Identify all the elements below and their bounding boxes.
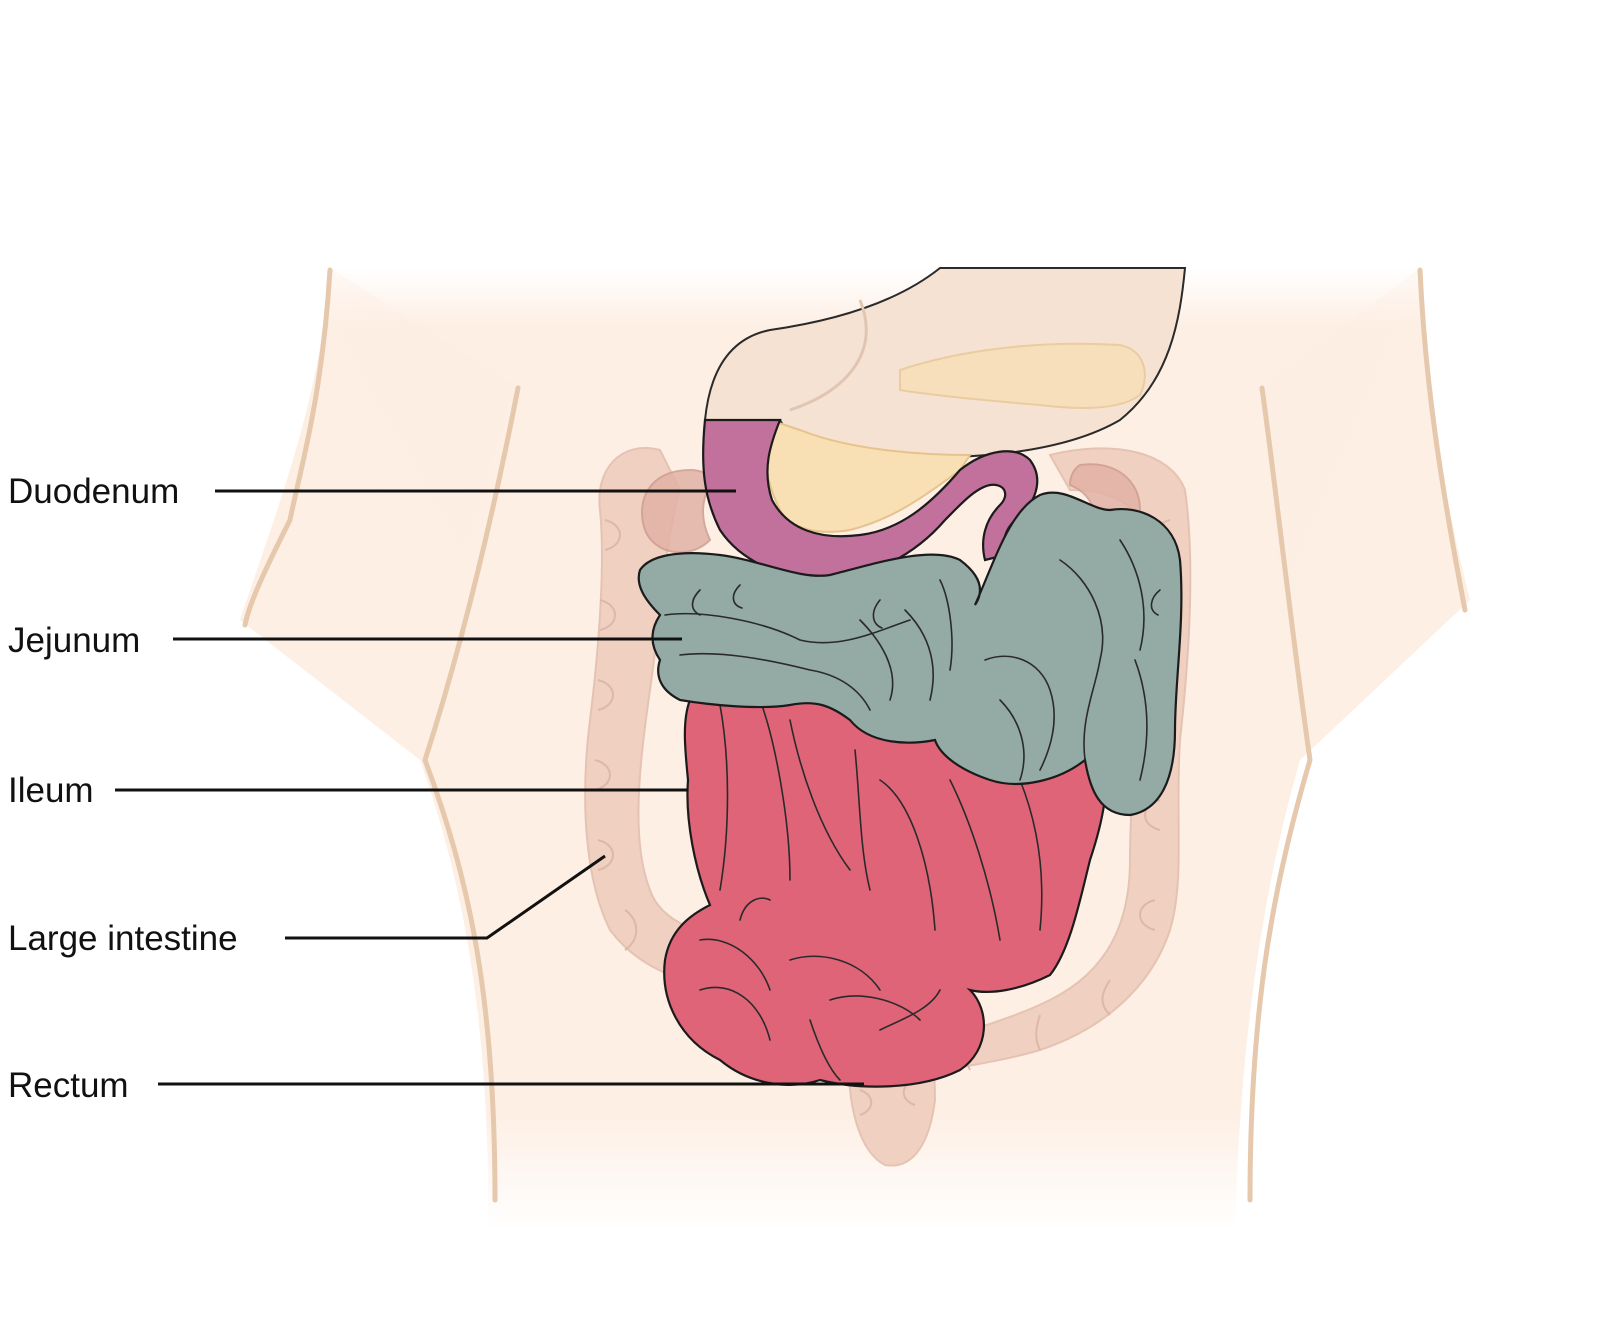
ileum-fold-6 <box>949 779 1001 941</box>
pancreas <box>763 342 1146 533</box>
pancreas-tail <box>899 342 1146 409</box>
right-arm-shape <box>1265 268 1470 760</box>
jejunum-fold-6 <box>984 655 1055 771</box>
jejunum-fold-13 <box>872 599 883 629</box>
left-body-contour <box>242 267 333 628</box>
ileum-fold-8 <box>699 938 771 991</box>
pancreas-head <box>763 418 972 533</box>
right-waist-contour <box>1247 385 1313 1203</box>
jejunum-fold-9 <box>1119 539 1145 651</box>
jejunum-shape <box>637 491 1183 817</box>
label-ileum-text: Ileum <box>8 771 94 810</box>
ileum-fold-10 <box>789 955 881 991</box>
jejunum-fold-2 <box>679 652 871 711</box>
jejunum-fold-8 <box>1059 559 1104 761</box>
leader-large-intestine <box>285 854 606 940</box>
ileum-fold-12 <box>879 989 941 1031</box>
colon-haustra-left <box>594 519 699 986</box>
jejunum-fold-12 <box>732 584 743 609</box>
ileum-fold-14 <box>739 897 771 921</box>
ileum-fold-3 <box>789 719 851 871</box>
label-large-intestine: Large intestine <box>8 854 606 958</box>
jejunum-fold-10 <box>1134 659 1148 781</box>
jejunum-fold-7 <box>999 699 1025 781</box>
ileum <box>663 691 1108 1088</box>
jejunum <box>637 491 1183 817</box>
jejunum-fold-1 <box>664 612 911 644</box>
right-body-contour <box>1417 267 1468 613</box>
ileum-fold-13 <box>809 1019 841 1081</box>
label-jejunum-text: Jejunum <box>8 621 140 660</box>
jejunum-fold-3 <box>859 619 894 701</box>
ileum-fold-1 <box>719 704 729 891</box>
ileum-fold-2 <box>759 699 791 881</box>
ileum-fold-7 <box>1019 779 1043 931</box>
jejunum-fold-14 <box>1150 589 1161 616</box>
left-arm-shape <box>240 268 515 760</box>
label-duodenum-text: Duodenum <box>8 472 179 511</box>
jejunum-fold-5 <box>939 579 953 671</box>
stomach-inner-curve <box>789 299 868 412</box>
jejunum-fold-11 <box>691 589 701 616</box>
label-large-intestine-text: Large intestine <box>8 919 238 958</box>
label-jejunum: Jejunum <box>8 621 682 660</box>
label-rectum: Rectum <box>8 1066 864 1105</box>
label-duodenum: Duodenum <box>8 472 736 511</box>
ileum-fold-4 <box>854 749 871 891</box>
jejunum-fold-4 <box>904 609 934 701</box>
ileum-fold-5 <box>879 779 936 931</box>
label-ileum: Ileum <box>8 771 688 810</box>
ileum-fold-9 <box>699 986 771 1041</box>
label-rectum-text: Rectum <box>8 1066 129 1105</box>
left-waist-contour <box>422 385 521 1203</box>
